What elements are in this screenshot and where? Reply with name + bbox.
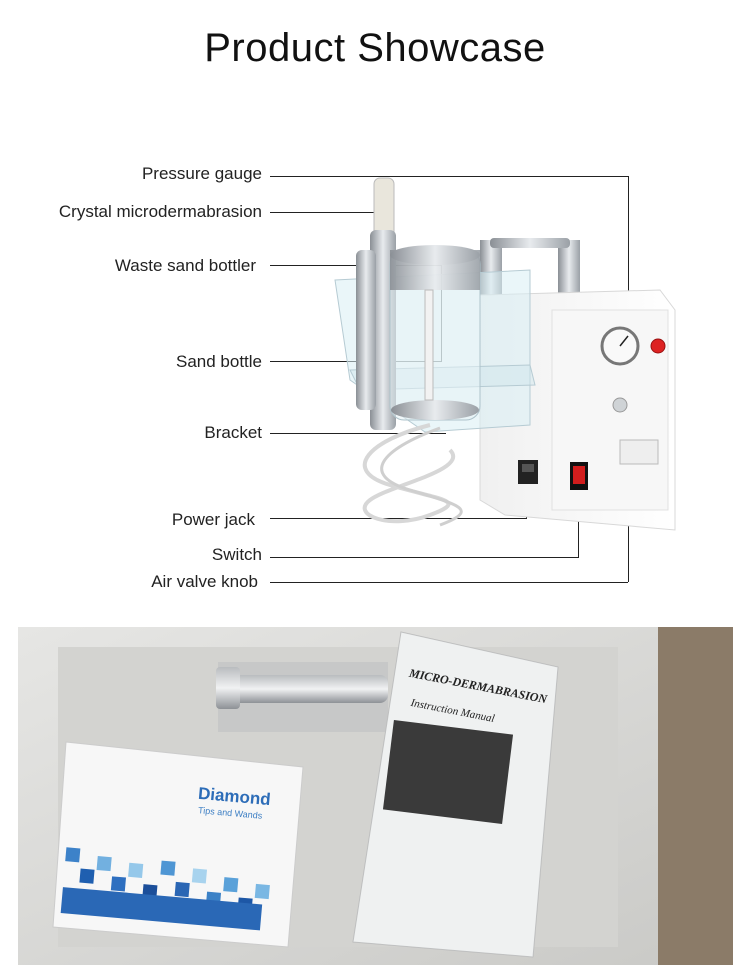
- leader-line-switch: [270, 557, 579, 558]
- callout-air-valve-knob: Air valve knob: [151, 572, 258, 591]
- leader-line-air-valve: [270, 582, 628, 583]
- page-title: Product Showcase: [204, 26, 546, 70]
- callout-crystal-microdermabrasion: Crystal microdermabrasion: [58, 202, 262, 221]
- package-photo: Diamond Tips and Wands MICRO-DERMABRASIO…: [18, 627, 733, 965]
- callout-power-jack: Power jack: [171, 510, 255, 529]
- callout-sand-bottle: Sand bottle: [175, 352, 262, 371]
- callout-bracket: Bracket: [204, 423, 262, 442]
- leader-line-bracket: [270, 433, 446, 434]
- callout-switch: Switch: [211, 545, 262, 564]
- leader-line-crystal: [270, 212, 380, 213]
- leader-line-power-jack: [270, 518, 526, 519]
- callout-pressure-gauge: Pressure gauge: [141, 164, 262, 183]
- callout-waste-sand-bottler: Waste sand bottler: [114, 256, 256, 275]
- package-illustration: [18, 627, 733, 965]
- leader-line-pressure-gauge: [270, 176, 628, 177]
- product-illustration: [334, 177, 676, 531]
